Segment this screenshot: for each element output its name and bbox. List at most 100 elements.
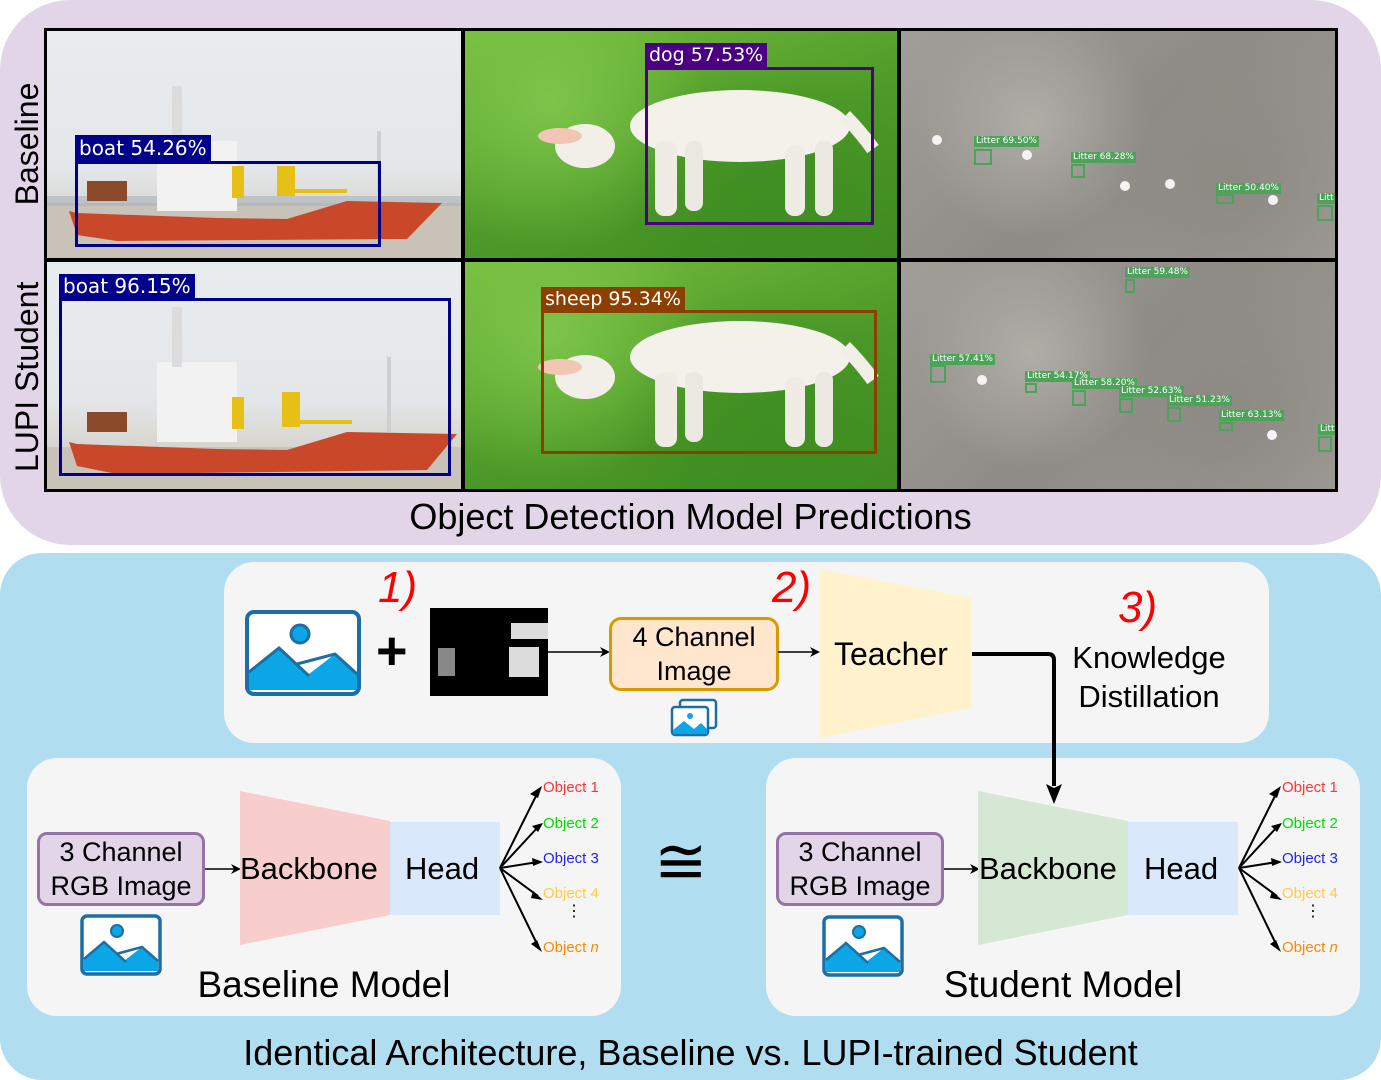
object-n-var: n (590, 939, 599, 956)
baseline-model-title: Baseline Model (197, 964, 451, 1005)
four-channel-box: 4 Channel Image (609, 617, 779, 691)
four-channel-line2: Image (656, 656, 732, 686)
teacher-trapezoid (820, 569, 971, 738)
detection-box (59, 298, 451, 476)
litter-box (1216, 194, 1234, 204)
ship-illustration (47, 86, 461, 258)
plus-sign: + (376, 621, 408, 681)
lamb-illustration (538, 90, 879, 216)
litter-label: Litter 63.13% (1219, 410, 1284, 421)
student-backbone-shape (978, 791, 1238, 945)
litter-item (1120, 181, 1130, 191)
detection-label: boat 96.15% (59, 274, 195, 299)
litter-item (1268, 195, 1278, 205)
litter-label: Litter 69.50% (974, 136, 1039, 147)
rgb-line2: RGB Image (789, 871, 931, 901)
student-object-n: Object n (1282, 939, 1338, 956)
kd-line2: Distillation (1078, 679, 1220, 714)
litter-box (1317, 205, 1333, 221)
litter-label: Litter 52.63% (1119, 386, 1184, 397)
predictions-caption: Object Detection Model Predictions (409, 496, 972, 537)
detection-label: dog 57.53% (645, 43, 768, 68)
litter-label: Litter 50.40% (1216, 183, 1281, 194)
baseline-backbone-label: Backbone (240, 851, 378, 886)
litter-box (1318, 436, 1332, 452)
litter-item (1022, 150, 1032, 160)
baseline-backbone-shape (240, 791, 500, 945)
baseline-object-3: Object 3 (543, 850, 599, 867)
kd-line1: Knowledge (1072, 640, 1226, 675)
detection-box (541, 310, 877, 454)
baseline-object-1: Object 1 (543, 779, 599, 796)
litter-label: Litter 57.41% (930, 354, 995, 365)
baseline-output-arrows (499, 786, 543, 952)
litter-label: Litter 54.17% (1025, 371, 1090, 382)
litter-box (1071, 164, 1085, 178)
mask-image (430, 608, 548, 696)
image-litter-student: Litter 59.48% Litter 57.41% Litter 54.17… (901, 262, 1335, 489)
litter-label: Litter 51.23% (1167, 395, 1232, 406)
litter-box (1072, 390, 1086, 406)
student-rgb-input-box: 3 Channel RGB Image (776, 832, 944, 906)
litter-box (1025, 383, 1037, 393)
row-label-student: LUPI Student (9, 281, 45, 472)
arrow-to-teacher (778, 647, 820, 657)
teacher-label: Teacher (834, 636, 948, 672)
image-icon (80, 914, 162, 976)
baseline-object-4: Object 4 (543, 885, 599, 902)
architecture-caption: Identical Architecture, Baseline vs. LUP… (243, 1032, 1138, 1073)
image-lamb-baseline: dog 57.53% (465, 31, 897, 258)
student-object-3: Object 3 (1282, 850, 1338, 867)
baseline-object-2: Object 2 (543, 815, 599, 832)
litter-box (1125, 279, 1135, 293)
student-object-1: Object 1 (1282, 779, 1338, 796)
detection-box (75, 161, 381, 247)
litter-label: Litter 68.28% (1071, 152, 1136, 163)
image-litter-baseline: Litter 69.50% Litter 68.28% Litter 50.40… (901, 31, 1335, 258)
step-1-label: 1) (378, 563, 418, 612)
four-channel-line1: 4 Channel (632, 622, 756, 652)
lamb-illustration (538, 321, 879, 447)
ship-illustration (47, 307, 461, 489)
arrow-to-4ch (548, 647, 610, 657)
arrow-to-backbone (205, 864, 241, 874)
distillation-arrow (972, 652, 1062, 804)
baseline-head-label: Head (405, 851, 480, 886)
object-n-text: Object (1282, 939, 1330, 956)
litter-item (1267, 430, 1277, 440)
baseline-rgb-input-box: 3 Channel RGB Image (37, 832, 205, 906)
image-icon (822, 915, 904, 977)
litter-label: Litter 58.20% (1072, 378, 1137, 389)
litter-item (932, 135, 942, 145)
litter-label: Litter 59.48% (1125, 267, 1190, 278)
litter-label: Litt (1318, 424, 1335, 435)
litter-box (1167, 407, 1181, 422)
ellipsis: ⋮ (1305, 903, 1321, 920)
detection-box (645, 67, 874, 225)
student-model-title: Student Model (943, 964, 1183, 1005)
image-icon (245, 610, 361, 696)
object-n-var: n (1329, 939, 1338, 956)
arrow-to-backbone (944, 864, 980, 874)
image-boat-baseline: boat 54.26% (47, 31, 461, 258)
congruent-symbol: ≅ (654, 825, 708, 897)
litter-item (1165, 179, 1175, 189)
object-n-text: Object (543, 939, 591, 956)
rgb-line1: 3 Channel (798, 837, 922, 867)
step-3-label: 3) (1118, 583, 1158, 632)
student-head-label: Head (1144, 851, 1219, 886)
prediction-grid: boat 54.26% dog 57.53% Litter 69.50% Lit… (44, 28, 1338, 492)
detection-label: boat 54.26% (75, 135, 211, 162)
litter-box (1219, 422, 1233, 431)
litter-item (977, 375, 987, 385)
baseline-object-n: Object n (543, 939, 599, 956)
litter-box (974, 149, 992, 165)
litter-label: Litt (1317, 193, 1335, 204)
rgb-line2: RGB Image (50, 871, 192, 901)
row-label-baseline: Baseline (9, 82, 45, 206)
rgb-line1: 3 Channel (59, 837, 183, 867)
image-lamb-student: sheep 95.34% (465, 262, 897, 489)
knowledge-distillation-label: Knowledge Distillation (1066, 638, 1232, 716)
step-2-label: 2) (772, 563, 812, 612)
detection-label: sheep 95.34% (541, 287, 685, 311)
